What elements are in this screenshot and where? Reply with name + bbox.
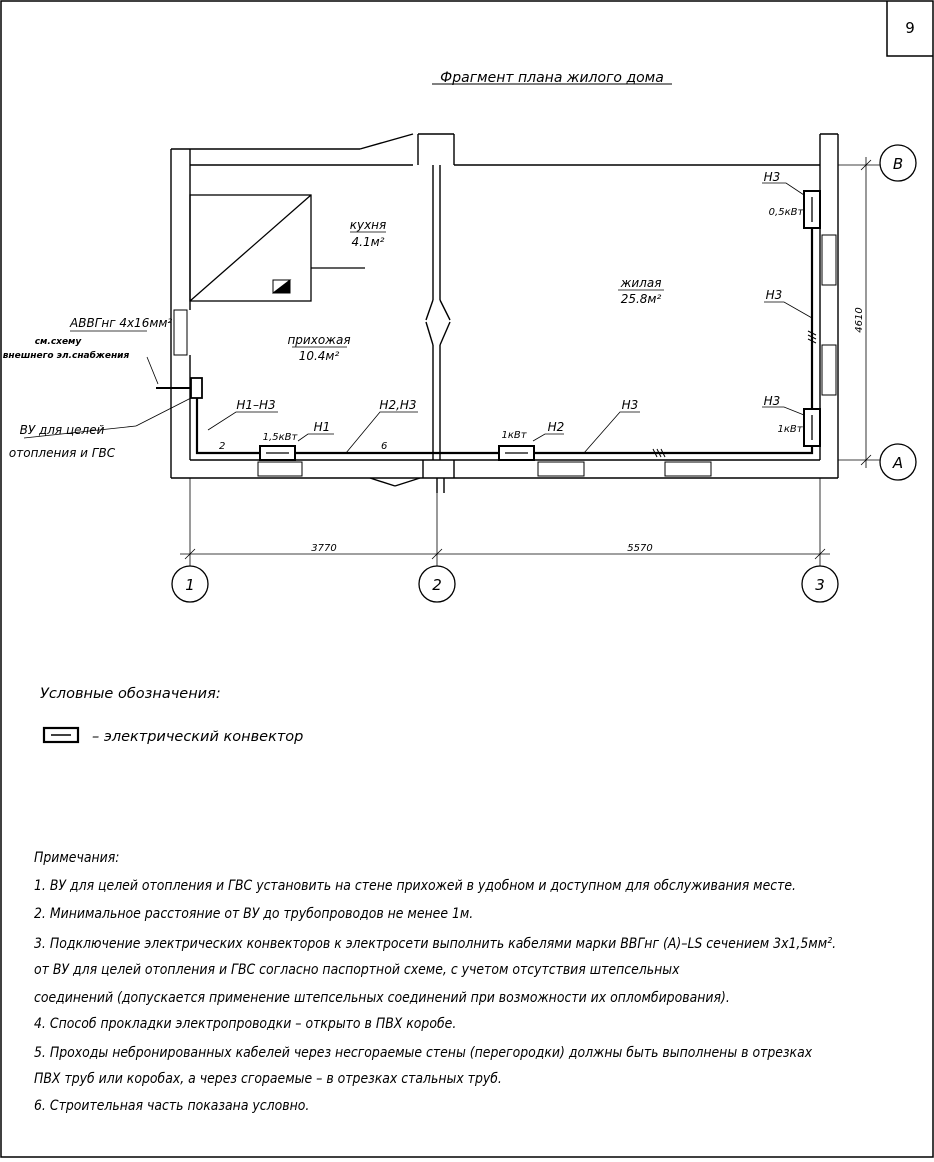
rating-c1: 1,5кВт [263,432,299,443]
vu-label-1: ВУ для целей [20,423,105,437]
convectors [259,190,821,461]
windows [173,234,837,477]
sheet-number: 9 [905,19,915,37]
wire-count-2: 6 [381,441,387,452]
note-6: 6. Строительная часть показана условно. [34,1098,310,1114]
label-h2: Н2 [548,420,565,434]
sheet-number-box [886,1,933,57]
note-3a: 3. Подключение электрических конвекторов… [34,936,837,952]
heating-circuit-wire [195,398,814,455]
room-hall-name: прихожая [287,333,350,347]
dimension-lines [180,157,880,570]
note-3b: от ВУ для целей отопления и ГВС согласно… [34,962,680,978]
dimension-1-2: 3770 [311,543,336,554]
note-5b: ПВХ труб или коробах, а через сгораемые … [34,1071,502,1087]
axis-2: 2 [432,576,442,594]
room-living-area: 25.8м² [621,292,662,306]
dimension-2-3: 5570 [627,543,652,554]
label-h3-right-low: Н3 [764,394,781,408]
axis-markers [171,144,917,603]
axis-a: А [892,454,903,472]
axis-1: 1 [185,576,195,594]
note-2: 2. Минимальное расстояние от ВУ до трубо… [34,906,474,922]
kitchen-unit [189,194,365,302]
plan-title: Фрагмент плана жилого дома [440,70,664,86]
label-h3-right-mid: Н3 [766,288,783,302]
dimension-height: 4610 [854,307,865,332]
rating-c3-top: 0,5кВт [769,207,805,218]
stove-symbol [273,280,290,293]
room-hall-area: 10.4м² [299,349,340,363]
wire-count-1: 2 [219,441,225,452]
note-4: 4. Способ прокладки электропроводки – от… [34,1016,457,1032]
convector-inner-lines [266,197,813,454]
cable-see-label-2: внешнего эл.снабжения [3,350,130,361]
label-h2-h3: Н2,Н3 [379,398,416,412]
wire-ticks [652,330,817,458]
label-h3-right-top: Н3 [764,170,781,184]
note-3c: соединений (допускается применение штепс… [34,990,730,1006]
rating-c2: 1кВт [501,430,527,441]
note-1: 1. ВУ для целей отопления и ГВС установи… [34,878,797,894]
legend-convector-label: – электрический конвектор [92,729,303,745]
label-h1: Н1 [314,420,331,434]
legend-title: Условные обозначения: [40,686,221,702]
label-h3-bottom: Н3 [622,398,639,412]
axis-3: 3 [815,576,825,594]
cable-see-label-1: см.схему [35,337,83,347]
vu-label-2: отопления и ГВС [9,446,116,460]
note-5a: 5. Проходы небронированных кабелей через… [34,1045,813,1061]
label-h1-h3: Н1–Н3 [236,398,275,412]
leader-lines [207,182,813,454]
notes-title: Примечания: [34,850,120,866]
room-kitchen-name: кухня [350,218,387,232]
cable-brand-label: АВВГнг 4х16мм² [69,316,172,330]
room-living-name: жилая [620,276,662,290]
rating-c3-bottom: 1кВт [777,424,803,435]
axis-b: В [893,155,903,173]
room-kitchen-area: 4.1м² [352,235,385,249]
distribution-board [190,377,203,399]
